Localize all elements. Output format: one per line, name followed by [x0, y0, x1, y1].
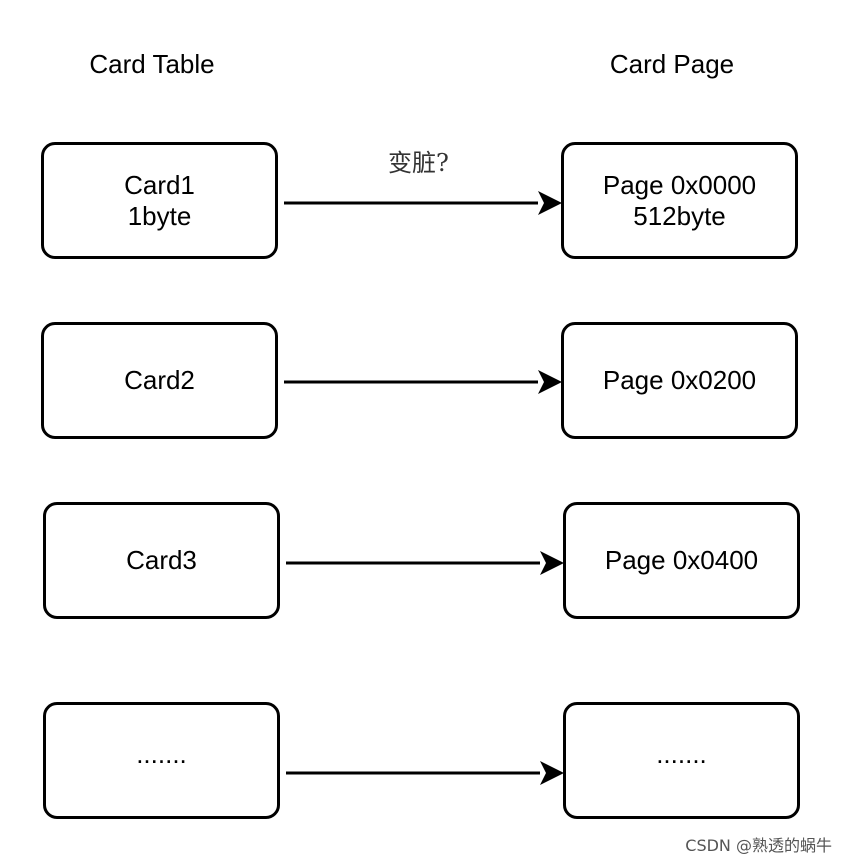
page-box-1: Page 0x0000 512byte: [561, 142, 798, 259]
card-ellipsis-text: .......: [136, 739, 187, 769]
card-table-title: Card Table: [89, 49, 215, 79]
arrowhead-icon: [540, 551, 564, 575]
arrow-row-2: [284, 370, 562, 394]
card-1-size: 1byte: [127, 200, 192, 231]
page-box-ellipsis: .......: [563, 702, 800, 819]
csdn-watermark: CSDN @熟透的蜗牛: [685, 836, 832, 855]
card-1-name: Card1: [124, 169, 195, 200]
card-box-ellipsis: .......: [43, 702, 280, 819]
card-box-1: Card1 1byte: [41, 142, 278, 259]
arrowhead-icon: [538, 370, 562, 394]
dirty-question-label: 变脏?: [388, 149, 449, 177]
card-box-3: Card3: [43, 502, 280, 619]
arrow-row-1: [284, 191, 562, 215]
arrow-row-3: [286, 551, 564, 575]
page-2-address: Page 0x0200: [602, 365, 757, 395]
arrowhead-icon: [538, 191, 562, 215]
card-2-name: Card2: [124, 365, 195, 395]
page-ellipsis-text: .......: [656, 739, 707, 769]
card-page-title: Card Page: [609, 49, 735, 79]
arrow-row-4: [286, 761, 564, 785]
page-1-size: 512byte: [633, 200, 726, 231]
page-box-2: Page 0x0200: [561, 322, 798, 439]
page-1-address: Page 0x0000: [602, 169, 757, 200]
card-3-name: Card3: [126, 545, 197, 575]
card-box-2: Card2: [41, 322, 278, 439]
arrowhead-icon: [540, 761, 564, 785]
page-3-address: Page 0x0400: [604, 545, 759, 575]
page-box-3: Page 0x0400: [563, 502, 800, 619]
